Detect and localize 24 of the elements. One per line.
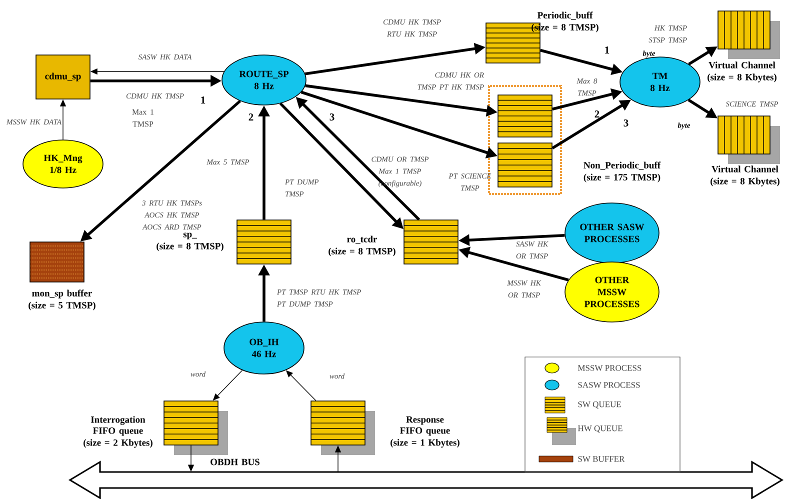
legend-text: MSSW PROCESS xyxy=(578,365,642,371)
callout-number: 1 xyxy=(605,46,610,54)
callout-number: 3 xyxy=(624,119,628,127)
note-label: Max 1 TMSP xyxy=(132,109,154,127)
callout-number: 3 xyxy=(330,113,334,121)
queue-label: Virtual Channel (size = 8 Kbytes) xyxy=(710,166,780,186)
queue-label: Periodic_buff (size = 8 TMSP) xyxy=(532,12,598,32)
queue-label: Virtual Channel (size = 8 Kbytes) xyxy=(708,62,776,82)
legend-text: SW QUEUE xyxy=(578,402,621,408)
queue-label: Non_Periodic_buff (size = 175 TMSP) xyxy=(584,162,661,182)
callout-number: 1 xyxy=(201,96,206,104)
callout-number: 2 xyxy=(248,114,254,120)
process-box: cdmu_sp xyxy=(36,54,90,100)
queue-box xyxy=(498,94,552,138)
queue-label: mon_sp buffer (size = 5 TMSP) xyxy=(28,290,96,310)
queue-box xyxy=(498,142,552,188)
queue-label: Response FIFO queue (size = 1 Kbytes) xyxy=(390,416,460,448)
callout-number: 2 xyxy=(594,110,600,118)
queue-label: sp_ (size = 8 TMSP) xyxy=(156,232,224,252)
queue-label: ro_tcdr (size = 8 TMSP) xyxy=(328,236,396,256)
queue-label: Interrogation FIFO queue (size = 2 Kbytes) xyxy=(84,416,152,448)
legend-text: SASW PROCESS xyxy=(578,382,640,388)
legend-text: HW QUEUE xyxy=(578,426,622,432)
legend-text: SW BUFFER xyxy=(578,456,625,462)
